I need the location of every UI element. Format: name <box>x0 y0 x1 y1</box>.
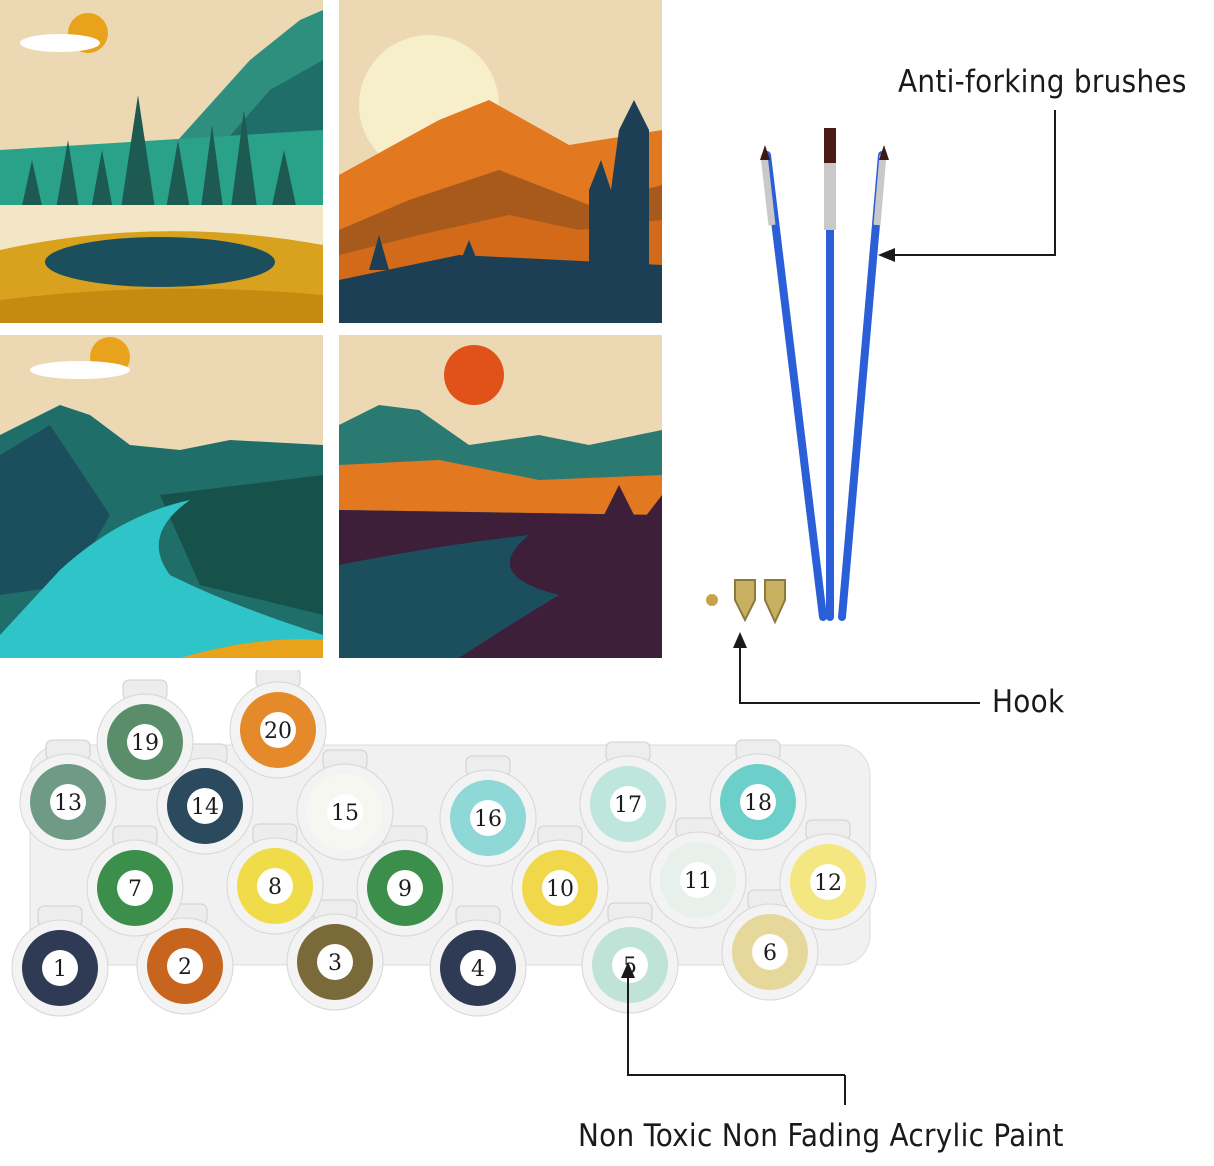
brushes-label: Anti-forking brushes <box>898 64 1187 100</box>
hook-hardware <box>706 579 786 625</box>
paint-pot-12: 12 <box>779 819 877 931</box>
paint-pot-10: 10 <box>511 825 609 937</box>
paint-pot-label: 18 <box>744 791 772 816</box>
painting-sunset-river <box>339 335 662 658</box>
hook-label: Hook <box>992 684 1065 720</box>
paint-pot-label: 17 <box>614 793 642 818</box>
paint-label: Non Toxic Non Fading Acrylic Paint <box>578 1118 1064 1154</box>
paint-pot-label: 12 <box>814 871 842 896</box>
paint-pot-2: 2 <box>136 903 234 1015</box>
paint-pot-13: 13 <box>19 739 117 851</box>
paint-pot-17: 17 <box>579 741 677 853</box>
paint-pot-label: 9 <box>398 877 412 902</box>
paint-pot-20: 20 <box>229 667 327 779</box>
paint-pot-label: 19 <box>131 731 159 756</box>
painting-river-valley <box>0 335 323 658</box>
paint-pot-label: 1 <box>53 957 67 982</box>
paint-pot-8: 8 <box>226 823 324 935</box>
paint-pot-11: 11 <box>649 817 747 929</box>
paint-pot-label: 3 <box>328 951 342 976</box>
paint-pot-label: 20 <box>264 719 292 744</box>
paint-pot-15: 15 <box>296 749 394 861</box>
paint-pot-4: 4 <box>429 905 527 1017</box>
paint-pot-label: 4 <box>471 957 485 982</box>
paint-pot-14: 14 <box>156 743 254 855</box>
paint-pot-label: 15 <box>331 801 359 826</box>
paint-pot-label: 6 <box>763 941 777 966</box>
painting-forest-lake <box>0 0 323 323</box>
paint-pot-1: 1 <box>11 905 109 1017</box>
paint-pot-label: 5 <box>623 954 637 979</box>
paint-pot-label: 16 <box>474 807 502 832</box>
paint-pot-label: 13 <box>54 791 82 816</box>
paint-pot-label: 10 <box>546 877 574 902</box>
paint-pot-label: 14 <box>191 795 219 820</box>
paint-pot-label: 2 <box>178 955 192 980</box>
paint-pot-9: 9 <box>356 825 454 937</box>
paint-pot-19: 19 <box>96 679 194 791</box>
paint-pot-16: 16 <box>439 755 537 867</box>
paint-pot-7: 7 <box>86 825 184 937</box>
paint-brushes <box>760 128 889 621</box>
painting-desert-sunset <box>339 0 662 323</box>
paint-pot-label: 7 <box>128 877 142 902</box>
paint-pot-18: 18 <box>709 739 807 851</box>
paint-pot-label: 11 <box>684 869 712 894</box>
paint-pot-label: 8 <box>268 875 282 900</box>
paint-pot-3: 3 <box>286 899 384 1011</box>
